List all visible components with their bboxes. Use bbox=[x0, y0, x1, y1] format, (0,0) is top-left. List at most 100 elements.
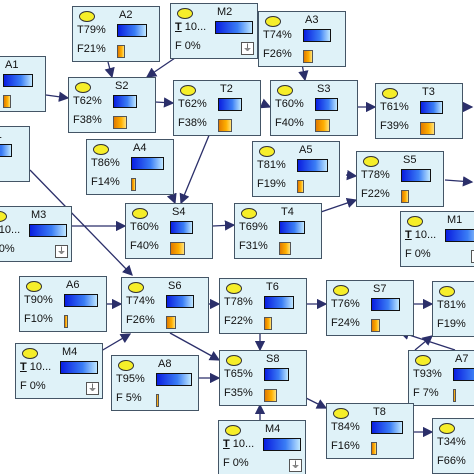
true-probability-bar bbox=[420, 101, 443, 114]
ground-symbol-icon: ⏚ bbox=[55, 245, 68, 258]
false-probability-label: F22% bbox=[361, 188, 390, 200]
true-probability-bar bbox=[279, 221, 305, 234]
false-probability-bar bbox=[3, 95, 11, 108]
true-probability-label: T84% bbox=[331, 421, 360, 433]
false-probability-label: F38% bbox=[178, 117, 207, 129]
false-probability-label: F40% bbox=[130, 240, 159, 252]
node-title: A1 bbox=[5, 59, 19, 71]
node-title: S8 bbox=[266, 353, 280, 365]
yellow-oval-icon bbox=[333, 408, 349, 419]
true-probability-bar bbox=[264, 368, 289, 381]
true-probability-bar bbox=[371, 421, 403, 434]
false-probability-bar bbox=[264, 317, 272, 330]
node-title: S2 bbox=[115, 80, 129, 92]
yellow-oval-icon bbox=[226, 283, 242, 294]
false-probability-bar bbox=[420, 122, 435, 135]
node-title: A6 bbox=[66, 279, 80, 291]
true-probability-label: T79% bbox=[77, 24, 106, 36]
yellow-oval-icon bbox=[118, 360, 134, 371]
yellow-oval-icon bbox=[333, 285, 349, 296]
false-probability-label: F40% bbox=[275, 117, 304, 129]
false-probability-label: F19% bbox=[437, 318, 466, 330]
true-probability-label: T93% bbox=[413, 368, 442, 380]
yellow-oval-icon bbox=[177, 8, 193, 19]
true-probability-label: T81% bbox=[257, 159, 286, 171]
true-probability-label: T60% bbox=[275, 98, 304, 110]
node-r2[interactable]: T34% F66% bbox=[432, 418, 474, 474]
node-title: A8 bbox=[158, 358, 172, 370]
true-probability-label: T74% bbox=[263, 29, 292, 41]
node-title: S7 bbox=[373, 283, 387, 295]
yellow-oval-icon bbox=[26, 281, 42, 292]
yellow-oval-icon bbox=[132, 208, 148, 219]
node-m3[interactable]: M3T 10...F 0%⏚ bbox=[0, 206, 72, 262]
node-m1[interactable]: M1T 10...F 0%⏚ bbox=[400, 211, 474, 267]
node-r1[interactable]: T81%F19% bbox=[432, 281, 474, 337]
yellow-oval-icon bbox=[0, 211, 7, 222]
node-title: M4 bbox=[265, 423, 281, 435]
false-probability-label: F66% bbox=[437, 455, 466, 467]
true-probability-label: T65% bbox=[224, 368, 253, 380]
false-probability-label: F26% bbox=[126, 314, 155, 326]
true-probability-label: T78% bbox=[224, 296, 253, 308]
node-title: T2 bbox=[220, 83, 233, 95]
true-probability-label: T34% bbox=[437, 436, 466, 448]
true-probability-bar bbox=[117, 24, 147, 37]
yellow-oval-icon bbox=[265, 16, 281, 27]
yellow-oval-icon bbox=[259, 146, 275, 157]
true-probability-label: T62% bbox=[178, 98, 207, 110]
true-probability-bar bbox=[156, 373, 192, 386]
false-probability-label: F22% bbox=[224, 315, 253, 327]
false-probability-label: F39% bbox=[380, 120, 409, 132]
yellow-oval-icon bbox=[128, 282, 144, 293]
true-probability-bar bbox=[303, 29, 331, 42]
node-a1[interactable]: A1T79%F21% bbox=[0, 56, 46, 112]
ground-symbol-icon: ⏚ bbox=[241, 42, 254, 55]
node-title: A7 bbox=[455, 353, 469, 365]
node-title: M1 bbox=[447, 214, 463, 226]
node-t1[interactable]: T1T65%F35% bbox=[0, 126, 30, 182]
true-probability-bar bbox=[453, 368, 474, 381]
true-probability-label: T74% bbox=[126, 295, 155, 307]
true-probability-bar bbox=[371, 298, 400, 311]
false-probability-label: F16% bbox=[331, 440, 360, 452]
yellow-oval-icon bbox=[382, 88, 398, 99]
node-title: A4 bbox=[133, 142, 147, 154]
true-probability-label: T 10... bbox=[405, 229, 437, 241]
false-probability-label: F 5% bbox=[116, 392, 142, 404]
ground-symbol-icon: ⏚ bbox=[289, 459, 302, 472]
false-probability-bar bbox=[131, 178, 136, 191]
false-probability-label: F21% bbox=[77, 43, 106, 55]
yellow-oval-icon bbox=[277, 85, 293, 96]
true-probability-label: T69% bbox=[239, 221, 268, 233]
false-probability-bar bbox=[218, 119, 232, 132]
yellow-oval-icon bbox=[439, 286, 455, 297]
node-title: T3 bbox=[422, 86, 435, 98]
true-probability-label: T76% bbox=[331, 298, 360, 310]
yellow-oval-icon bbox=[241, 208, 257, 219]
true-probability-bar bbox=[218, 98, 242, 111]
